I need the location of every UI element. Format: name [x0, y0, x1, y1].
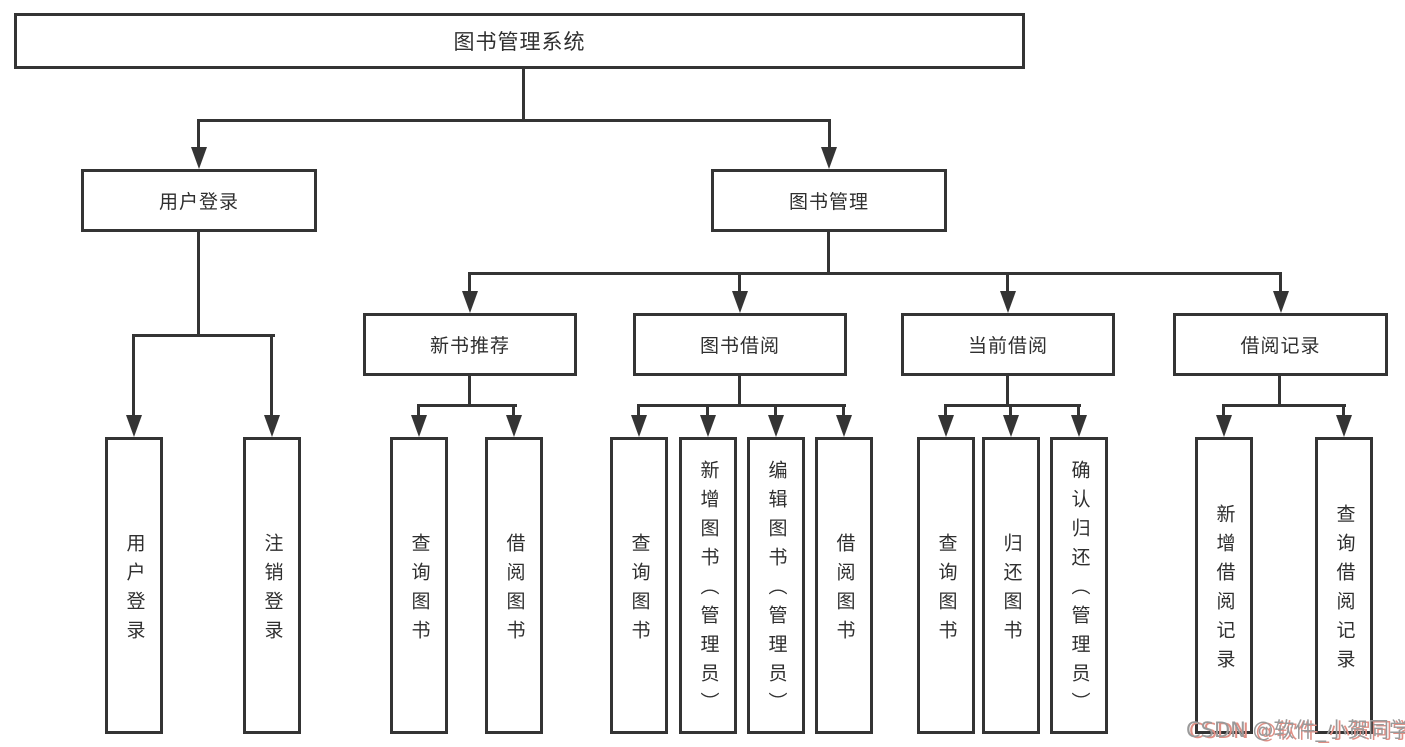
leaf-borrow-books-borrow: 借阅图书 — [815, 437, 873, 734]
connector-line — [1077, 404, 1080, 417]
node-book-borrowing: 图书借阅 — [633, 313, 847, 376]
connector-line — [197, 232, 200, 336]
leaf-query-books-newbooks: 查询图书 — [390, 437, 448, 734]
leaf-borrow-books-newbooks: 借阅图书 — [485, 437, 543, 734]
node-label: 图书管理系统 — [453, 30, 586, 54]
connector-line — [132, 334, 135, 418]
connector-line — [1006, 376, 1009, 406]
connector-line — [774, 404, 777, 417]
connector-line — [417, 404, 517, 407]
arrowhead — [411, 415, 427, 437]
node-new-book-recommend: 新书推荐 — [363, 313, 577, 376]
connector-line — [1222, 404, 1346, 407]
leaf-label: 借阅图书 — [503, 532, 526, 649]
leaf-label: 查询图书 — [628, 532, 651, 649]
node-label: 借阅记录 — [1240, 335, 1321, 357]
node-book-management: 图书管理 — [711, 169, 947, 232]
arrowhead — [768, 415, 784, 437]
leaf-label: 归还图书 — [1000, 532, 1023, 649]
arrowhead — [264, 415, 280, 437]
connector-line — [468, 272, 1282, 275]
connector-line — [468, 376, 471, 406]
leaf-label: 借阅图书 — [833, 532, 856, 649]
connector-line — [197, 119, 200, 149]
connector-line — [1342, 404, 1345, 417]
leaf-label: 新增借阅记录 — [1213, 503, 1236, 678]
connector-line — [417, 404, 420, 417]
arrowhead — [732, 291, 748, 313]
leaf-query-books-current: 查询图书 — [917, 437, 975, 734]
connector-line — [512, 404, 515, 417]
leaf-query-borrow-record: 查询借阅记录 — [1315, 437, 1373, 734]
arrowhead — [126, 415, 142, 437]
leaf-label: 查询图书 — [408, 532, 431, 649]
node-library-management-system: 图书管理系统 — [14, 13, 1025, 69]
arrowhead — [1273, 291, 1289, 313]
arrowhead — [1336, 415, 1352, 437]
connector-line — [1278, 376, 1281, 406]
leaf-label: 用户登录 — [123, 532, 146, 649]
arrowhead — [631, 415, 647, 437]
leaf-confirm-return-admin: 确认归还（管理员） — [1050, 437, 1108, 734]
leaf-query-books-borrow: 查询图书 — [610, 437, 668, 734]
leaf-edit-books-admin: 编辑图书（管理员） — [747, 437, 805, 734]
arrowhead — [938, 415, 954, 437]
leaf-label: 确认归还（管理员） — [1068, 460, 1091, 721]
node-user-login: 用户登录 — [81, 169, 317, 232]
connector-line — [842, 404, 845, 417]
connector-line — [637, 404, 846, 407]
node-current-borrowing: 当前借阅 — [901, 313, 1115, 376]
connector-line — [270, 334, 273, 418]
node-borrowing-records: 借阅记录 — [1173, 313, 1388, 376]
leaf-user-login: 用户登录 — [105, 437, 163, 734]
connector-line — [738, 272, 741, 294]
leaf-add-books-admin: 新增图书（管理员） — [679, 437, 737, 734]
arrowhead — [191, 147, 207, 169]
connector-line — [944, 404, 1081, 407]
connector-line — [1009, 404, 1012, 417]
leaf-label: 注销登录 — [261, 532, 284, 649]
node-label: 图书管理 — [788, 191, 869, 213]
connector-line — [1279, 272, 1282, 294]
node-label: 图书借阅 — [699, 335, 780, 357]
arrowhead — [700, 415, 716, 437]
arrowhead — [836, 415, 852, 437]
leaf-label: 编辑图书（管理员） — [765, 460, 788, 721]
leaf-add-borrow-record: 新增借阅记录 — [1195, 437, 1253, 734]
connector-line — [468, 272, 471, 294]
arrowhead — [1003, 415, 1019, 437]
leaf-logout: 注销登录 — [243, 437, 301, 734]
leaf-label: 查询图书 — [935, 532, 958, 649]
connector-line — [827, 232, 830, 274]
arrowhead — [462, 291, 478, 313]
leaf-return-books: 归还图书 — [982, 437, 1040, 734]
node-label: 当前借阅 — [967, 335, 1048, 357]
connector-line — [944, 404, 947, 417]
leaf-label: 新增图书（管理员） — [697, 460, 720, 721]
connector-line — [828, 119, 831, 149]
watermark: CSDN @软件_小贺同学 — [1186, 718, 1405, 742]
connector-line — [522, 69, 525, 121]
connector-line — [197, 119, 831, 122]
arrowhead — [821, 147, 837, 169]
connector-line — [637, 404, 640, 417]
arrowhead — [506, 415, 522, 437]
connector-line — [1222, 404, 1225, 417]
arrowhead — [1071, 415, 1087, 437]
connector-line — [1006, 272, 1009, 294]
connector-line — [706, 404, 709, 417]
connector-line — [738, 376, 741, 406]
arrowhead — [1216, 415, 1232, 437]
arrowhead — [1000, 291, 1016, 313]
leaf-label: 查询借阅记录 — [1333, 503, 1356, 678]
node-label: 用户登录 — [158, 191, 239, 213]
connector-line — [132, 334, 275, 337]
node-label: 新书推荐 — [429, 335, 510, 357]
